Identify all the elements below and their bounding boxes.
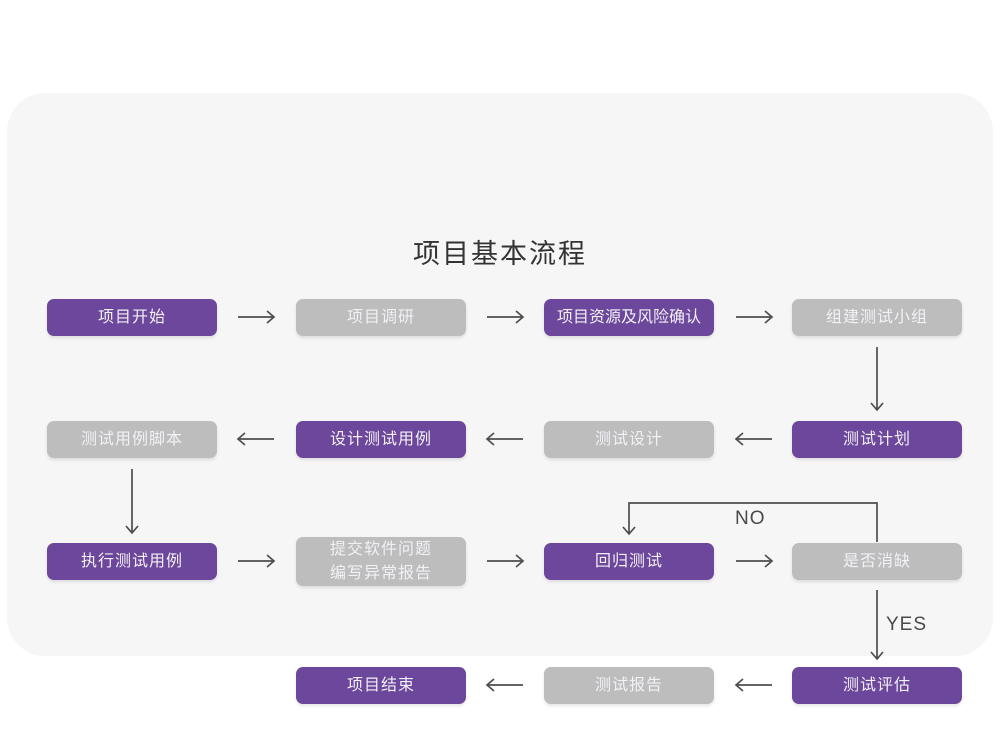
node-test-case-scripts: 测试用例脚本 [47,421,217,458]
flowchart-card: 项目基本流程 项目开始 项目调研 [7,93,993,704]
arrow-evaluation-to-report [734,678,772,692]
node-project-research: 项目调研 [296,299,466,336]
edge-label-no: NO [735,508,766,529]
node-project-start: 项目开始 [47,299,217,336]
node-test-design: 测试设计 [544,421,714,458]
node-execute-test-cases: 执行测试用例 [47,543,217,580]
arrow-report-to-end [485,678,523,692]
node-defect-resolved: 是否消缺 [792,543,962,580]
node-test-evaluation: 测试评估 [792,667,962,704]
diagram-title: 项目基本流程 [413,239,587,269]
arrow-team-to-plan [870,347,884,412]
node-project-end: 项目结束 [296,667,466,704]
arrow-execute-to-submit [238,554,276,568]
node-design-test-cases: 设计测试用例 [296,421,466,458]
node-resource-risk-confirm: 项目资源及风险确认 [544,299,714,336]
node-test-report: 测试报告 [544,667,714,704]
edge-label-yes: YES [886,614,928,635]
node-regression-test: 回归测试 [544,543,714,580]
arrow-regression-to-defect [736,554,774,568]
arrow-design-to-scripts [236,432,274,446]
arrow-scripts-to-execute [125,469,139,535]
node-test-plan: 测试计划 [792,421,962,458]
arrow-submit-to-regression [487,554,525,568]
arrow-yes-to-evaluation [870,590,884,661]
arrow-testdesign-to-designcases [485,432,523,446]
arrow-risk-to-team [736,310,774,324]
arrow-plan-to-testdesign [734,432,772,446]
node-submit-issue-report: 提交软件问题 编写异常报告 [296,537,466,586]
arrow-research-to-risk [487,310,525,324]
arrow-start-to-research [238,310,276,324]
node-build-test-team: 组建测试小组 [792,299,962,336]
